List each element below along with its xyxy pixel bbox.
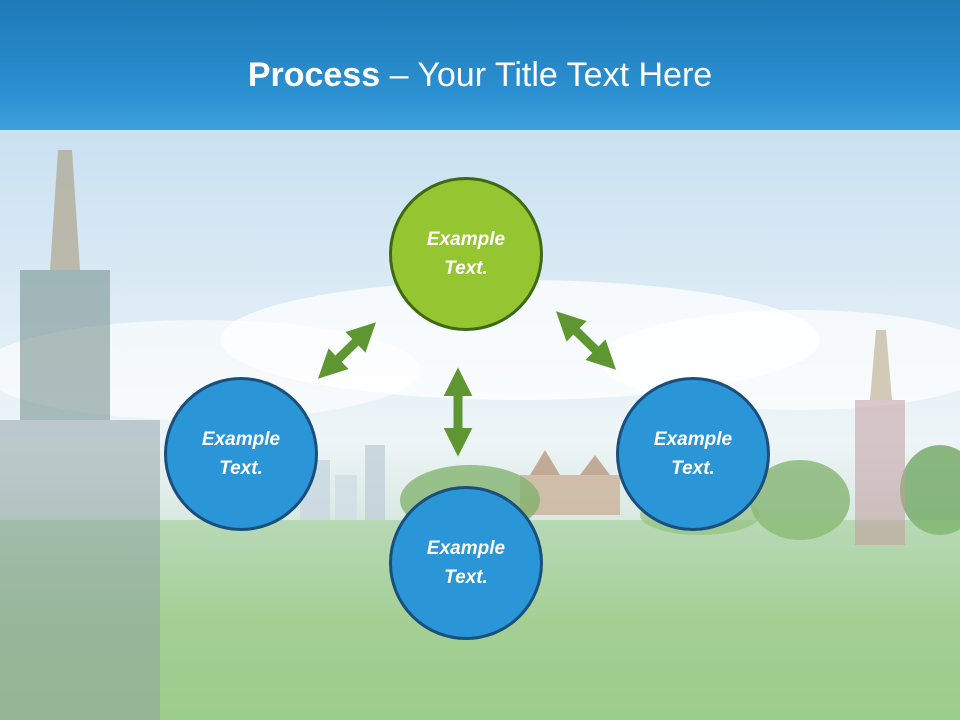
title-bold: Process: [247, 56, 381, 94]
slide-title: Process – Your Title Text Here: [0, 54, 960, 96]
process-node-right[interactable]: Example Text.: [616, 377, 770, 531]
node-right-line2: Text.: [671, 458, 715, 479]
title-bar: [0, 0, 960, 130]
arrow-top-right: [555, 311, 617, 370]
node-bottom-line1: Example: [426, 538, 506, 559]
process-node-bottom[interactable]: Example Text.: [389, 486, 543, 640]
node-top-line1: Example: [426, 229, 506, 250]
arrow-top-left: [317, 322, 377, 379]
node-bottom-line2: Text.: [444, 567, 488, 588]
title-text: Your Title Text Here: [417, 56, 713, 94]
node-top-line2: Text.: [444, 258, 488, 279]
process-node-top[interactable]: Example Text.: [389, 177, 543, 331]
node-left-line2: Text.: [219, 458, 263, 479]
title-separator: –: [389, 56, 418, 94]
node-right-line1: Example: [653, 429, 733, 450]
process-node-left[interactable]: Example Text.: [164, 377, 318, 531]
node-left-line1: Example: [201, 429, 281, 450]
